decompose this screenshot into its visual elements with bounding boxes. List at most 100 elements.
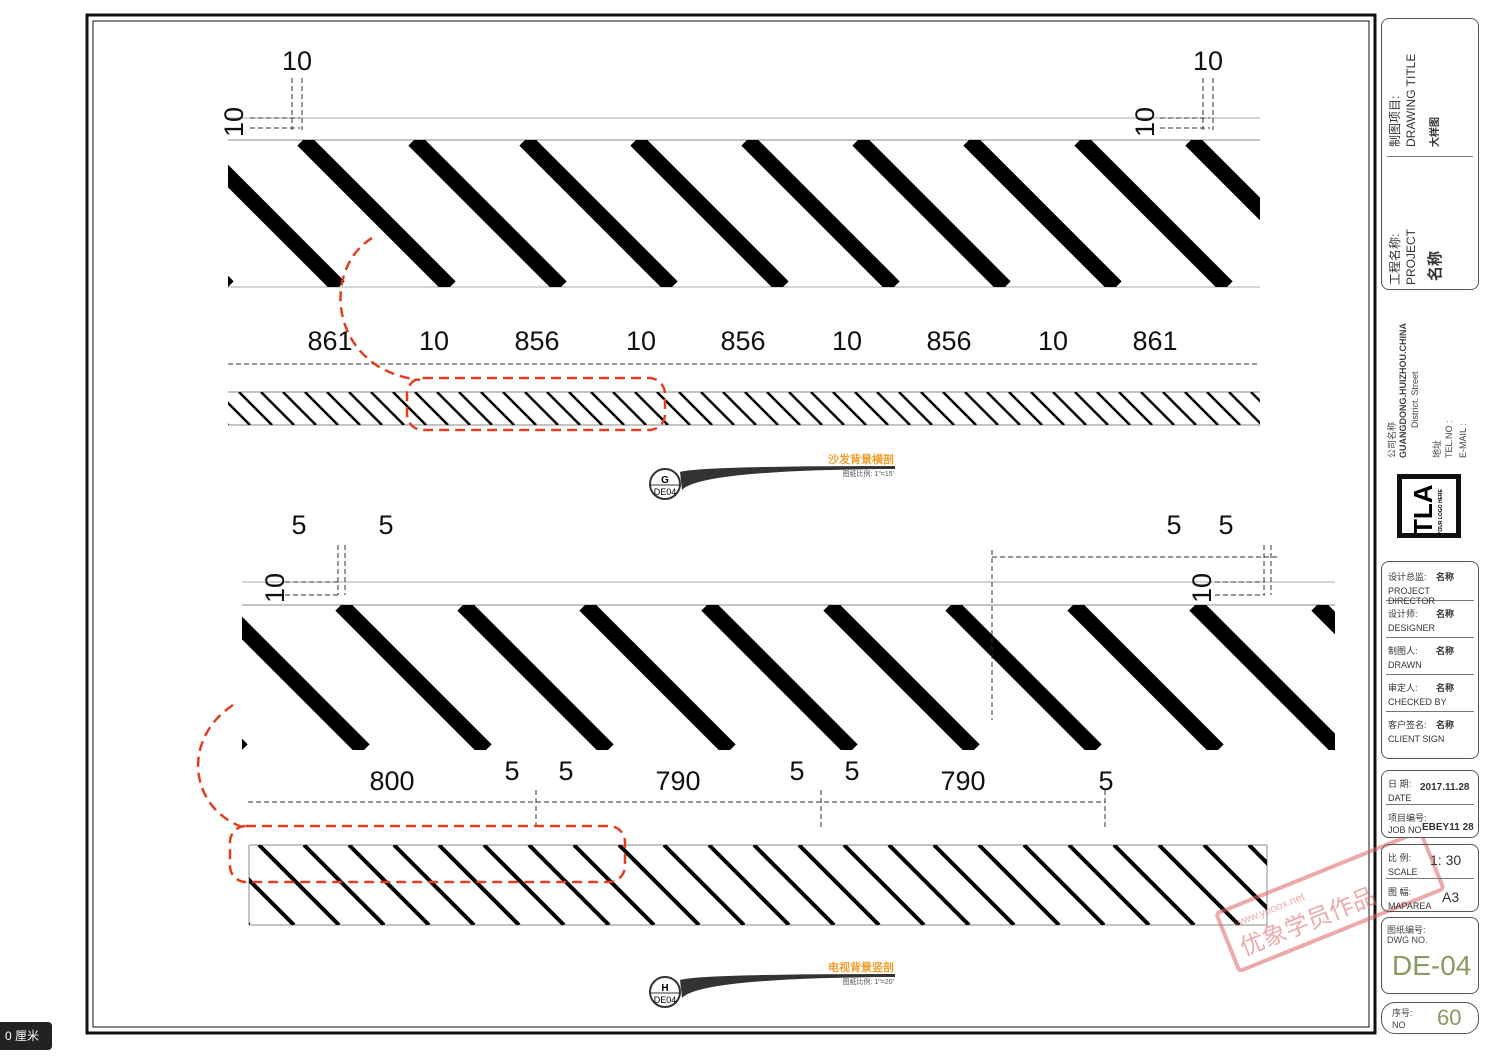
dim-top: 5 [1166,510,1181,540]
hatch-line [945,605,1102,750]
hatch-line [590,392,625,425]
drawing-label-cn: 制图项目: [1388,95,1402,147]
dim-label: 861 [1132,326,1177,356]
hatch-line [1067,605,1224,750]
hatch-line [124,845,204,925]
hatch-line [228,423,229,425]
hatch-line [887,845,971,925]
hatch-line [335,605,492,750]
hatch-line [392,845,476,925]
hatch-line [942,392,977,425]
hatch-line [617,845,701,925]
hatch-line [370,392,405,425]
dim-side-left: 10 [219,107,249,137]
hatch-line [304,392,339,425]
bottom-dim-labels: 800 5 5 790 5 5 790 5 [369,756,1113,796]
maparea-value: A3 [1442,889,1460,905]
dwg-box: 图纸编号: DWG NO. DE-04 [1381,917,1479,994]
hatch-line [810,392,845,425]
hatch-line [568,392,603,425]
section-scale: 图纸比例: 1"=20' [843,977,894,986]
section-tag-h: H DE04 电视背景竖剖 图纸比例: 1"=20' [649,960,895,1008]
hatch-line [480,392,515,425]
dim-label: 856 [514,326,559,356]
hatch-line [701,605,858,750]
hatch-line [1052,392,1087,425]
no-label-en: NO [1392,1020,1406,1030]
dim-top: 5 [291,510,306,540]
hatch-line [662,845,746,925]
tel-label: TEL.NO : [1444,420,1454,458]
hatch-line [1074,392,1109,425]
hatch-line [302,845,386,925]
date-value: 2017.11.28 [1420,782,1470,793]
tag-sheet: DE04 [654,995,677,1005]
hatch-line [173,392,206,425]
hatch-line [579,605,736,750]
tag-letter: G [661,475,669,486]
hatch-line [238,392,273,425]
top-dim-labels: 861 10 856 10 856 10 856 10 861 [307,326,1177,356]
hatch-line [1206,392,1241,425]
hatch-line [1112,845,1196,925]
hatch-line [347,845,431,925]
tag-letter: H [661,983,668,994]
project-label-cn: 工程名称: [1388,233,1402,285]
hatch-line [722,392,757,425]
hatch-line [1273,392,1306,425]
hatch-line [392,392,427,425]
small-hatch-top [173,392,1306,425]
hatch-line [482,845,566,925]
dim-label: 5 [1098,766,1113,796]
hatch-line [0,140,117,287]
hatch-line [408,140,567,287]
hatch-line [876,392,911,425]
dim-label: 5 [558,756,573,786]
hatch-line [634,392,669,425]
hatch-line [832,392,867,425]
hatch-line [502,392,537,425]
dim-top: 5 [378,510,393,540]
dim-top-left: 10 [282,46,312,76]
dim-label: 790 [940,766,985,796]
ruler-scale-label: 0 厘米 [0,1022,52,1050]
hatch-line [1067,845,1151,925]
hatch-line [1185,140,1260,221]
bottom-section-drawing [124,545,1335,926]
hatch-line [1030,392,1065,425]
project-label-en: PROJECT [1404,228,1418,285]
hatch-line [527,845,611,925]
hatch-line [228,275,234,287]
project-title-box: 工程名称: PROJECT 名称 制图项目: DRAWING TITLE 大样图 [1381,18,1479,290]
hatch-line [297,140,456,287]
hatch-line [228,164,345,287]
hatch-line [242,616,370,750]
section-title: 沙发背景横剖 [828,452,894,466]
hatch-line [282,392,317,425]
dim-label: 5 [844,756,859,786]
small-hatch-bottom [124,845,1267,925]
dim-side-right: 10 [1130,107,1160,137]
hatch-line [1022,845,1106,925]
dim-side-right: 10 [1187,573,1217,603]
hatch-line [1008,392,1043,425]
top-section-drawing [0,78,1306,432]
no-value: 60 [1437,1005,1462,1030]
scale-value: 1: 30 [1430,852,1462,868]
no-box: 序号: NO 60 [1381,1002,1479,1034]
dim-label: 10 [626,326,656,356]
dwg-number: DE-04 [1392,950,1472,981]
hatch-line [932,845,1016,925]
hatch-line [678,392,713,425]
dim-label: 790 [655,766,700,796]
hatch-line [348,392,383,425]
dim-top-right: 10 [1193,46,1223,76]
hatch-line [630,140,789,287]
inner-frame [92,20,1370,1028]
hatch-line [436,392,471,425]
hatch-line [1228,392,1260,425]
